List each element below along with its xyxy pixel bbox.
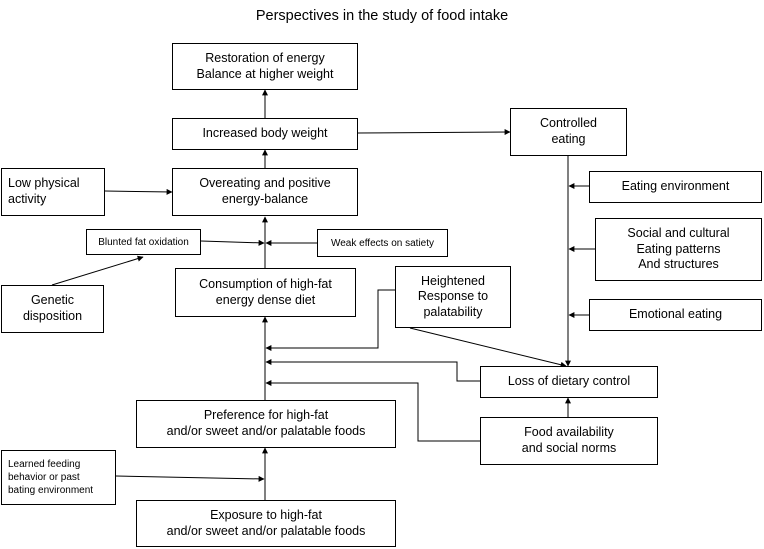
box-emotional-eating: Emotional eating <box>589 299 762 331</box>
box-restoration: Restoration of energy Balance at higher … <box>172 43 358 90</box>
arrow-low-activity-to-overeating <box>104 188 173 195</box>
box-exposure: Exposure to high-fat and/or sweet and/or… <box>136 500 396 547</box>
arrow-food-availability-to-chain <box>265 380 480 442</box>
box-genetic-disposition: Genetic disposition <box>1 285 104 333</box>
arrow-weight-to-controlled <box>356 129 511 136</box>
arrow-blunted-to-chain <box>200 239 265 246</box>
box-consumption: Consumption of high-fat energy dense die… <box>175 268 356 317</box>
box-social-cultural: Social and cultural Eating patterns And … <box>595 218 762 281</box>
box-increased-body-weight: Increased body weight <box>172 118 358 150</box>
box-low-physical-activity: Low physical activity <box>1 168 105 216</box>
arrow-genetic-to-blunted <box>51 255 144 286</box>
box-controlled-eating: Controlled eating <box>510 108 627 156</box>
box-overeating: Overeating and positive energy-balance <box>172 168 358 216</box>
box-preference: Preference for high-fat and/or sweet and… <box>136 400 396 448</box>
arrow-learned-to-chain <box>115 475 265 482</box>
box-food-availability: Food availability and social norms <box>480 417 658 465</box>
diagram-title: Perspectives in the study of food intake <box>255 8 509 24</box>
box-heightened-response: Heightened Response to palatability <box>395 266 511 328</box>
box-eating-environment: Eating environment <box>589 171 762 203</box>
arrow-loss-control-to-chain <box>265 359 480 382</box>
arrow-heightened-to-loss-control <box>409 327 567 368</box>
box-learned-feeding: Learned feeding behavior or past bating … <box>1 450 116 505</box>
box-loss-of-dietary-control: Loss of dietary control <box>480 366 658 398</box>
box-weak-satiety: Weak effects on satiety <box>317 229 448 257</box>
box-blunted-fat-oxidation: Blunted fat oxidation <box>86 229 201 255</box>
arrow-heightened-to-chain <box>265 289 395 351</box>
